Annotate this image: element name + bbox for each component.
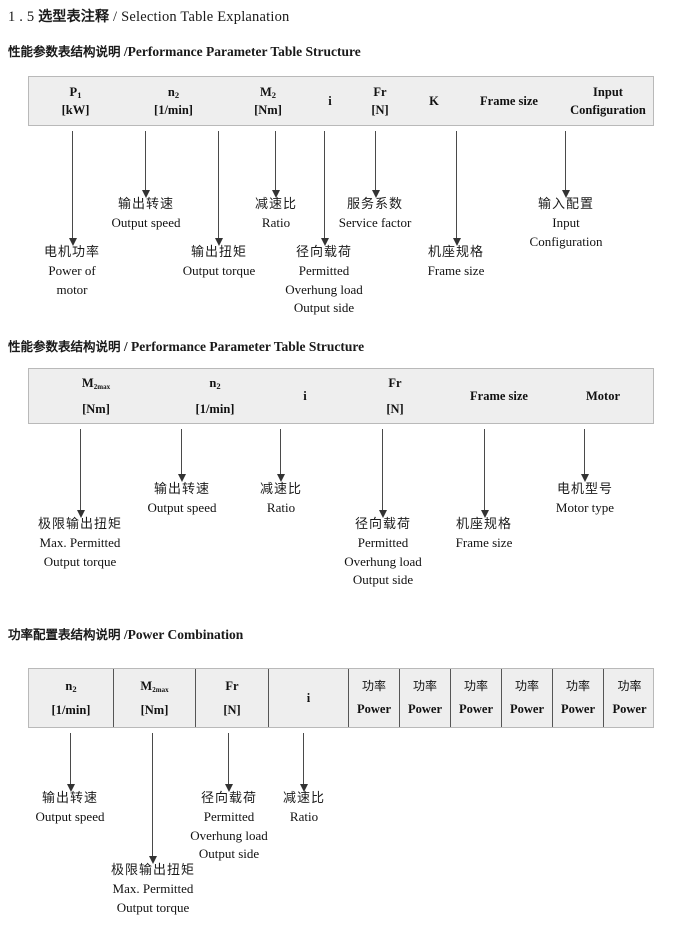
table-3-col-power-3: 功率 Power bbox=[451, 669, 502, 727]
table-3-col-fr: Fr [N] bbox=[196, 669, 269, 727]
section-2-heading-en: / Performance Parameter Table Structure bbox=[123, 339, 365, 354]
arrow-to-ratio-2 bbox=[276, 429, 285, 482]
section-3-table: n2 [1/min] M2max [Nm] Fr [N] i 功率 Power … bbox=[28, 668, 654, 728]
section-2-heading: 性能参数表结构说明 / Performance Parameter Table … bbox=[8, 336, 364, 355]
arrow-to-output-speed bbox=[141, 131, 150, 198]
table-3-col-power-6: 功率 Power bbox=[612, 678, 647, 717]
section-2-table: M2max [Nm] n2 [1/min] i Fr [N] Frame siz… bbox=[28, 368, 654, 424]
arrow-to-frame-size-2 bbox=[480, 429, 489, 518]
annotation-power-of-motor: 电机功率 Power of motor bbox=[43, 245, 101, 297]
annotation-service-factor: 服务系数 Service factor bbox=[338, 197, 412, 231]
section-1-heading-cn: 性能参数表结构说明 bbox=[8, 44, 121, 59]
arrow-to-max-permitted-output-torque bbox=[76, 429, 85, 518]
table-3-col-power-2: 功率 Power bbox=[400, 669, 451, 727]
page-title-en: Selection Table Explanation bbox=[121, 9, 290, 25]
section-1-table: P1 [kW] n2 [1/min] M2 [Nm] i Fr [N] K Fr… bbox=[28, 76, 654, 126]
section-1-heading: 性能参数表结构说明 /Performance Parameter Table S… bbox=[8, 41, 361, 60]
table-1-col-i: i bbox=[328, 93, 332, 108]
annotation-overhung-load-2: 径向载荷 Permitted Overhung load Output side bbox=[344, 517, 422, 588]
section-3-heading: 功率配置表结构说明 /Power Combination bbox=[8, 624, 243, 643]
annotation-overhung-load: 径向载荷 Permitted Overhung load Output side bbox=[285, 245, 363, 316]
arrow-to-service-factor bbox=[371, 131, 380, 198]
annotation-max-permitted-output-torque-3: 极限输出扭矩 Max. Permitted Output torque bbox=[110, 863, 196, 915]
annotation-frame-size: 机座规格 Frame size bbox=[427, 245, 485, 279]
table-1-col-fr: Fr [N] bbox=[371, 84, 389, 117]
arrow-to-ratio bbox=[271, 131, 280, 198]
table-1-col-m2: M2 [Nm] bbox=[254, 84, 282, 117]
annotation-output-speed-3: 输出转速 Output speed bbox=[35, 791, 105, 825]
arrow-to-ratio-3 bbox=[299, 733, 308, 792]
annotation-output-speed: 输出转速 Output speed bbox=[111, 197, 181, 231]
section-2-heading-cn: 性能参数表结构说明 bbox=[8, 339, 121, 354]
annotation-output-speed-2: 输出转速 Output speed bbox=[147, 482, 217, 516]
section-1-heading-en: /Performance Parameter Table Structure bbox=[123, 44, 361, 59]
table-3-col-i: i bbox=[269, 669, 349, 727]
section-3-heading-en: /Power Combination bbox=[123, 627, 244, 642]
annotation-max-permitted-output-torque: 极限输出扭矩 Max. Permitted Output torque bbox=[37, 517, 123, 569]
table-3-col-power-4: 功率 Power bbox=[502, 669, 553, 727]
arrow-to-overhung-load-2 bbox=[378, 429, 387, 518]
table-3-col-n2: n2 [1/min] bbox=[29, 669, 114, 727]
section-3-heading-cn: 功率配置表结构说明 bbox=[8, 627, 121, 642]
table-2-col-m2max: M2max [Nm] bbox=[81, 376, 111, 416]
annotation-overhung-load-3: 径向载荷 Permitted Overhung load Output side bbox=[190, 791, 268, 862]
page-title: 1 . 5 选型表注释 / Selection Table Explanatio… bbox=[8, 6, 290, 26]
page-title-number: 1 . 5 bbox=[8, 9, 35, 25]
table-2-col-motor: Motor bbox=[585, 388, 620, 403]
arrow-to-output-torque bbox=[214, 131, 223, 246]
table-3-col-power-5: 功率 Power bbox=[553, 669, 604, 727]
annotation-ratio-2: 减速比 Ratio bbox=[259, 482, 303, 516]
arrow-to-frame-size bbox=[452, 131, 461, 246]
page-title-cn: 选型表注释 bbox=[38, 9, 110, 25]
table-2-col-n2: n2 [1/min] bbox=[195, 376, 235, 416]
arrow-to-max-permitted-output-torque-3 bbox=[148, 733, 157, 864]
arrow-to-overhung-load-3 bbox=[224, 733, 233, 792]
annotation-output-torque: 输出扭矩 Output torque bbox=[182, 245, 256, 279]
table-1-col-p1: P1 [kW] bbox=[61, 84, 90, 117]
table-3-col-m2max: M2max [Nm] bbox=[114, 669, 196, 727]
arrow-to-power-of-motor bbox=[68, 131, 77, 246]
arrow-to-input-configuration bbox=[561, 131, 570, 198]
annotation-ratio-3: 减速比 Ratio bbox=[282, 791, 326, 825]
table-1-col-n2: n2 [1/min] bbox=[154, 84, 193, 117]
arrow-to-motor-type bbox=[580, 429, 589, 482]
table-3-col-power-1: 功率 Power bbox=[349, 669, 400, 727]
arrow-to-output-speed-2 bbox=[177, 429, 186, 482]
annotation-motor-type: 电机型号 Motor type bbox=[555, 482, 615, 516]
table-1-col-k: K bbox=[429, 93, 439, 108]
table-2-col-fr: Fr [N] bbox=[386, 376, 404, 416]
annotation-input-configuration: 输入配置 Input Configuration bbox=[529, 197, 603, 249]
table-2-col-frame-size: Frame size bbox=[470, 388, 528, 403]
arrow-to-output-speed-3 bbox=[66, 733, 75, 792]
page-title-separator: / bbox=[113, 9, 118, 25]
table-2-col-i: i bbox=[303, 388, 307, 403]
table-1-col-frame-size: Frame size bbox=[480, 93, 538, 108]
arrow-to-overhung-load bbox=[320, 131, 329, 246]
annotation-ratio: 减速比 Ratio bbox=[254, 197, 298, 231]
table-1-col-input-configuration: Input Configuration bbox=[570, 84, 646, 117]
annotation-frame-size-2: 机座规格 Frame size bbox=[455, 517, 513, 551]
